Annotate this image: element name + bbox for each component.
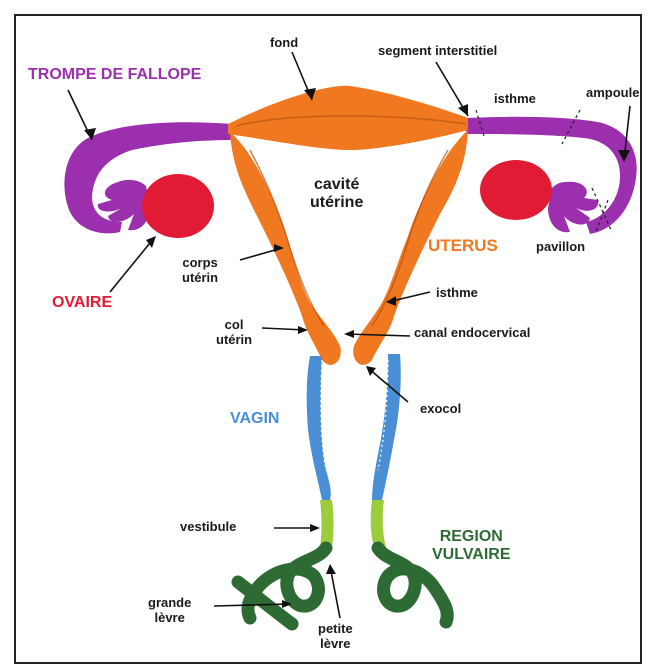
ovary-left: [142, 174, 214, 238]
label-region-vulvaire: REGION VULVAIRE: [432, 528, 511, 565]
label-corps-uterin: corps utérin: [182, 256, 218, 286]
label-fond: fond: [270, 36, 298, 51]
label-exocol: exocol: [420, 402, 461, 417]
label-ampoule: ampoule: [586, 86, 639, 101]
label-isthme-trompe: isthme: [494, 92, 536, 107]
vulva-shape: [238, 548, 447, 624]
label-pavillon: pavillon: [536, 240, 585, 255]
label-isthme-uterus: isthme: [436, 286, 478, 301]
label-vagin: VAGIN: [230, 410, 279, 428]
label-grande-levre: grande lèvre: [148, 596, 191, 626]
vestibule-shape: [320, 500, 386, 548]
uterus-shape: [228, 86, 468, 365]
label-cavite-uterine: cavité utérine: [310, 176, 363, 213]
label-trompe-de-fallope: TROMPE DE FALLOPE: [28, 66, 201, 84]
label-canal-endocervical: canal endocervical: [414, 326, 530, 341]
label-vestibule: vestibule: [180, 520, 236, 535]
label-ovaire: OVAIRE: [52, 294, 112, 312]
label-petite-levre: petite lèvre: [318, 622, 353, 652]
label-segment-interstitiel: segment interstitiel: [378, 44, 497, 59]
ovary-right: [480, 160, 552, 220]
label-uterus: UTERUS: [428, 236, 498, 256]
label-col-uterin: col utérin: [216, 318, 252, 348]
